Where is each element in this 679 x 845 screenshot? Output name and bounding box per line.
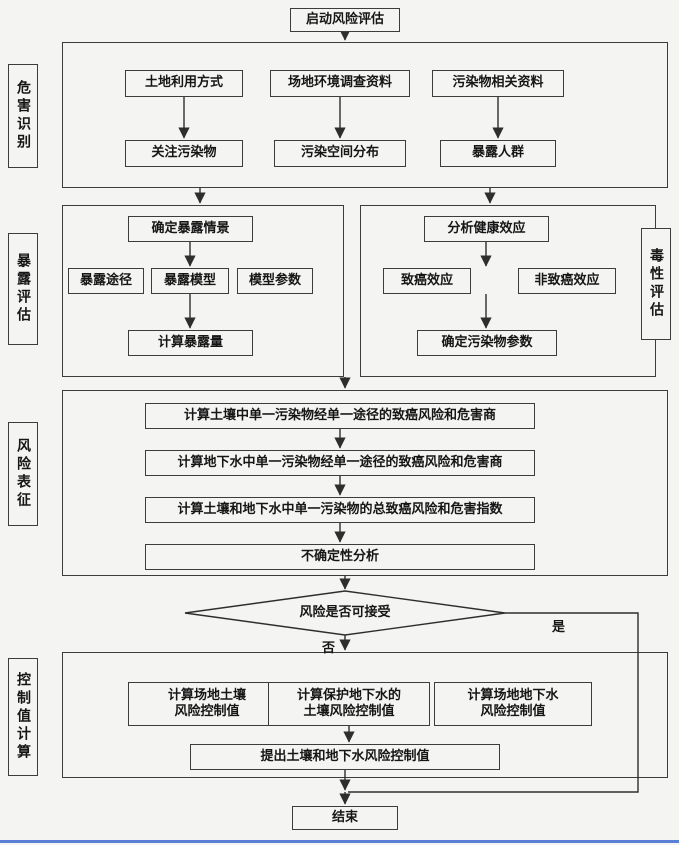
node-propose-control-values: 提出土壤和地下水风险控制值 bbox=[190, 744, 500, 770]
side-label-hazard-identification: 危害识别 bbox=[8, 64, 38, 168]
node-site-survey-data: 场地环境调查资料 bbox=[270, 70, 410, 97]
node-pollution-distribution: 污染空间分布 bbox=[274, 140, 406, 167]
node-groundwater-single-risk: 计算地下水中单一污染物经单一途径的致癌风险和危害商 bbox=[145, 450, 535, 476]
node-exposed-population: 暴露人群 bbox=[440, 140, 556, 167]
node-site-groundwater-control-value: 计算场地地下水 风险控制值 bbox=[434, 682, 592, 726]
node-pollutant-parameters: 确定污染物参数 bbox=[417, 330, 557, 356]
exposure-section-outline bbox=[62, 205, 344, 377]
node-exposure-model: 暴露模型 bbox=[151, 268, 229, 294]
decision-no-label: 否 bbox=[322, 641, 336, 656]
node-calc-exposure: 计算暴露量 bbox=[128, 330, 253, 356]
node-noncarcinogenic-effect: 非致癌效应 bbox=[518, 268, 616, 294]
node-exposure-scenario: 确定暴露情景 bbox=[128, 216, 253, 242]
bottom-accent-bar bbox=[0, 840, 679, 843]
end-node: 结束 bbox=[292, 806, 398, 830]
hazard-section-outline bbox=[62, 42, 668, 188]
node-uncertainty-analysis: 不确定性分析 bbox=[145, 544, 535, 570]
risk-section-outline bbox=[62, 390, 668, 576]
decision-yes-label: 是 bbox=[552, 620, 566, 635]
node-total-risk: 计算土壤和地下水中单一污染物的总致癌风险和危害指数 bbox=[145, 497, 535, 523]
node-soil-single-risk: 计算土壤中单一污染物经单一途径的致癌风险和危害商 bbox=[145, 403, 535, 429]
side-label-toxicity-assessment: 毒性评估 bbox=[641, 228, 671, 340]
node-groundwater-protect-control-value: 计算保护地下水的 土壤风险控制值 bbox=[268, 682, 430, 726]
node-pollutant-data: 污染物相关资料 bbox=[432, 70, 564, 97]
side-label-risk-characterization: 风险表征 bbox=[8, 422, 38, 526]
node-land-use: 土地利用方式 bbox=[125, 70, 243, 97]
start-node: 启动风险评估 bbox=[290, 8, 400, 32]
decision-node-label: 风险是否可接受 bbox=[299, 604, 391, 620]
node-exposure-pathway: 暴露途径 bbox=[68, 268, 144, 294]
node-carcinogenic-effect: 致癌效应 bbox=[383, 268, 471, 294]
node-contaminants-of-concern: 关注污染物 bbox=[125, 140, 243, 167]
node-soil-control-value: 计算场地土壤 风险控制值 bbox=[128, 682, 286, 726]
node-health-effects: 分析健康效应 bbox=[424, 216, 549, 242]
side-label-control-value-calc: 控制值计算 bbox=[8, 658, 38, 776]
node-model-parameters: 模型参数 bbox=[237, 268, 313, 294]
side-label-exposure-assessment: 暴露评估 bbox=[8, 233, 38, 345]
